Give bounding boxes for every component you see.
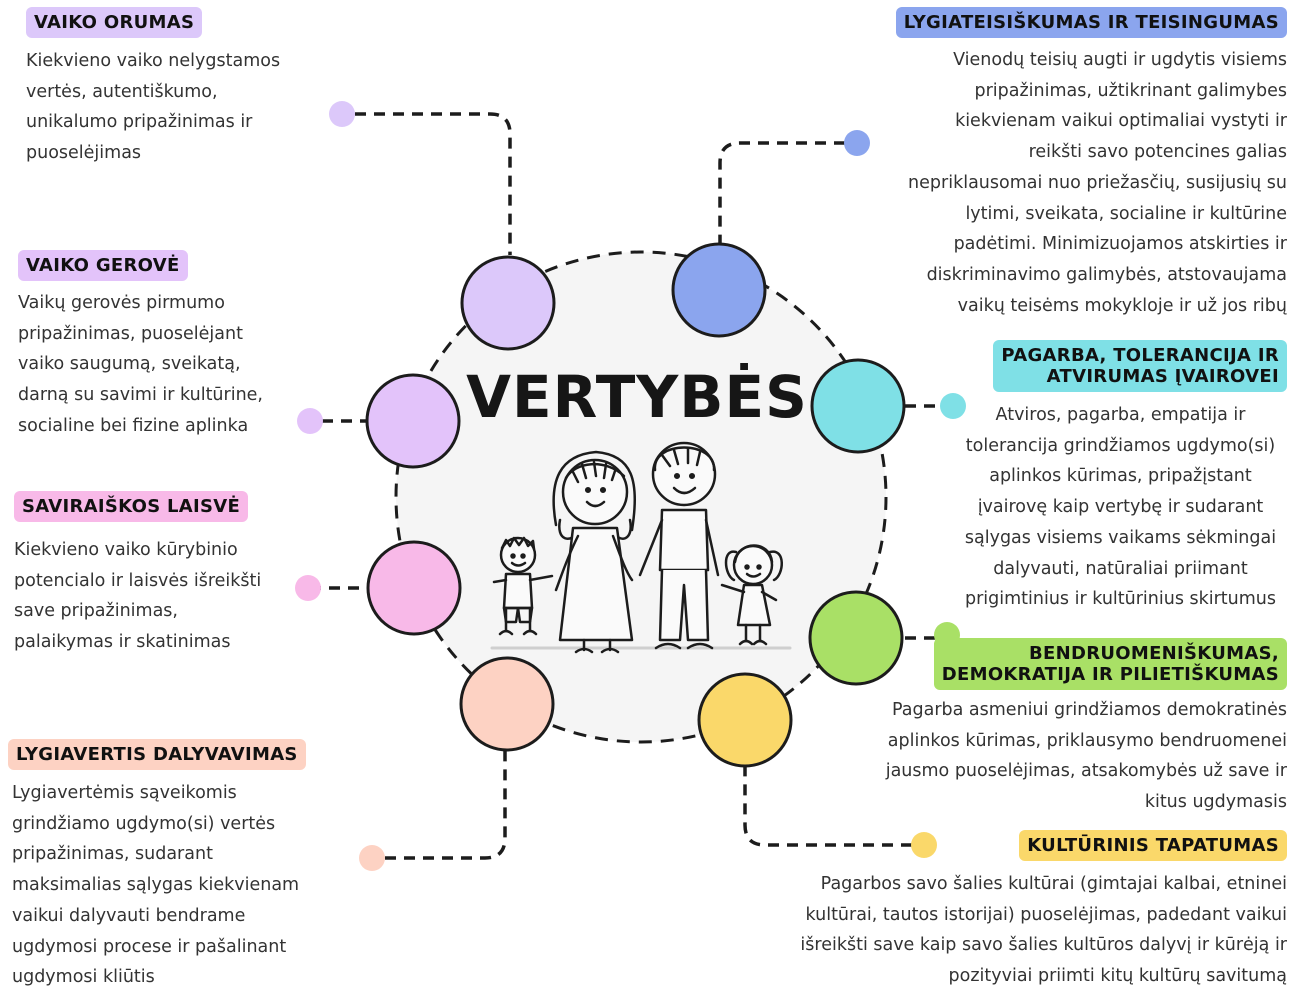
desc-line: kiekvienam vaikui optimaliai vystyti ir	[955, 111, 1287, 132]
desc-line: lytimi, sveikata, socialine ir kultūrine	[965, 203, 1287, 224]
desc-line: grindžiamo ugdymo(si) vertės	[12, 813, 276, 834]
desc-line: ugdymosi procese ir pašalinant	[12, 936, 287, 957]
label-vaiko-gerove: VAIKO GEROVĖ	[18, 250, 188, 281]
label-line: PAGARBA, TOLERANCIJA IR	[1001, 345, 1279, 366]
connector-kulturinis	[743, 765, 912, 847]
connector-lygiateisiskumas	[718, 141, 845, 245]
diagram-title: VERTYBĖS	[466, 363, 808, 431]
desc-saviraiskos-laisve: Kiekvieno vaiko kūrybinio potencialo ir …	[14, 535, 314, 658]
mother-figure	[552, 450, 636, 654]
desc-line: puoselėjimas	[26, 143, 142, 164]
desc-line: padėtimi. Minimizuojamos atskirties ir	[953, 234, 1287, 255]
dot-vaiko-gerove	[297, 408, 323, 434]
desc-lygiavertis-dalyvavimas: Lygiavertėmis sąveikomis grindžiamo ugdy…	[12, 778, 342, 993]
label-saviraiskos-laisve: SAVIRAIŠKOS LAISVĖ	[14, 491, 249, 522]
desc-line: pozityviai priimti kitų kultūrų savitumą	[948, 966, 1287, 987]
label-lygiateisiskumas: LYGIATEISIŠKUMAS IR TEISINGUMAS	[895, 7, 1287, 38]
desc-vaiko-orumas: Kiekvieno vaiko nelygstamos vertės, aute…	[26, 46, 326, 169]
node-bendruomeniskumas	[808, 590, 904, 686]
desc-line: tolerancija grindžiamos ugdymo(si)	[965, 435, 1276, 456]
desc-line: Atviros, pagarba, empatija ir	[995, 405, 1246, 425]
desc-line: įvairovę kaip vertybę ir sudarant	[977, 497, 1264, 518]
desc-line: Kiekvieno vaiko nelygstamos	[26, 51, 281, 71]
desc-line: save pripažinimas,	[14, 601, 178, 622]
desc-line: Lygiavertėmis sąveikomis	[12, 783, 237, 803]
desc-pagarba: Atviros, pagarba, empatija ir tolerancij…	[948, 400, 1291, 615]
desc-line: nepriklausomai nuo priežasčių, susijusių…	[908, 172, 1287, 193]
desc-line: Vaikų gerovės pirmumo	[18, 293, 225, 313]
node-vaiko-gerove	[365, 373, 461, 469]
desc-line: socialine bei fizine aplinka	[18, 415, 249, 436]
desc-line: Vienodų teisių augti ir ugdytis visiems	[953, 50, 1287, 70]
girl-figure	[720, 544, 783, 646]
desc-line: reikšti savo potencines galias	[1028, 142, 1287, 163]
desc-line: aplinkos kūrimas, priklausymo bendruomen…	[887, 730, 1287, 751]
connector-vaiko-orumas	[355, 112, 512, 255]
desc-kulturinis-tapatumas: Pagarbos savo šalies kultūrai (gimtajai …	[757, 869, 1287, 992]
desc-line: prigimtinius ir kultūrinius skirtumus	[964, 589, 1277, 610]
node-vaiko-orumas	[460, 255, 556, 351]
desc-line: sąlygas visiems vaikams sėkmingai	[964, 527, 1277, 548]
dot-kulturinis	[911, 832, 937, 858]
family-illustration	[490, 441, 792, 654]
label-bendruomeniskumas: BENDRUOMENIŠKUMAS, DEMOKRATIJA IR PILIET…	[933, 638, 1287, 690]
dot-lygiavertis	[359, 845, 385, 871]
desc-line: unikalumo pripažinimas ir	[26, 112, 253, 133]
end-dots	[295, 101, 966, 871]
boy-figure	[492, 536, 554, 636]
dot-vaiko-orumas	[329, 101, 355, 127]
label-kulturinis-tapatumas: KULTŪRINIS TAPATUMAS	[1019, 830, 1287, 861]
label-line: BENDRUOMENIŠKUMAS,	[1028, 643, 1279, 664]
label-line: DEMOKRATIJA IR PILIETIŠKUMAS	[941, 664, 1279, 685]
desc-line: išreikšti save kaip savo šalies kultūros…	[800, 935, 1287, 956]
desc-line: darną su savimi ir kultūrine,	[18, 385, 263, 406]
value-nodes	[365, 242, 906, 768]
label-line: ATVIRUMAS ĮVAIROVEI	[1046, 366, 1279, 387]
desc-line: vaikų teisėms mokykloje ir už jos ribų	[957, 295, 1287, 316]
desc-line: vertės, autentiškumo,	[26, 81, 218, 102]
desc-line: vaikui dalyvauti bendrame	[12, 905, 246, 926]
desc-line: pripažinimas, puoselėjant	[18, 323, 243, 344]
desc-line: dalyvauti, natūraliai priimant	[993, 558, 1248, 579]
desc-line: vaiko saugumą, sveikatą,	[18, 354, 241, 375]
desc-line: Pagarba asmeniui grindžiamos demokratinė…	[892, 700, 1287, 720]
desc-line: kultūrai, tautos istorijai) puoselėjimas…	[805, 904, 1287, 925]
node-lygiateisiskumas	[671, 242, 767, 338]
desc-line: jausmo puoselėjimas, atsakomybės už save…	[885, 761, 1287, 782]
label-vaiko-orumas: VAIKO ORUMAS	[26, 7, 203, 38]
dot-lygiateisiskumas	[844, 130, 870, 156]
desc-bendruomeniskumas: Pagarba asmeniui grindžiamos demokratinė…	[847, 695, 1287, 818]
dot-pagarba	[940, 393, 966, 419]
desc-line: pripažinimas, sudarant	[12, 844, 213, 865]
desc-line: kitus ugdymasis	[1144, 792, 1287, 813]
desc-line: Kiekvieno vaiko kūrybinio	[14, 540, 238, 560]
desc-line: aplinkos kūrimas, pripažįstant	[989, 466, 1252, 487]
desc-lygiateisiskumas: Vienodų teisių augti ir ugdytis visiems …	[857, 45, 1287, 321]
desc-vaiko-gerove: Vaikų gerovės pirmumo pripažinimas, puos…	[18, 288, 318, 442]
desc-line: Pagarbos savo šalies kultūrai (gimtajai …	[820, 874, 1287, 894]
desc-line: pripažinimas, užtikrinant galimybes	[974, 80, 1288, 101]
desc-line: ugdymosi kliūtis	[12, 967, 155, 988]
dot-saviraiskos	[295, 575, 321, 601]
node-saviraiskos	[366, 540, 462, 636]
node-pagarba	[810, 358, 906, 454]
label-pagarba: PAGARBA, TOLERANCIJA IR ATVIRUMAS ĮVAIRO…	[993, 340, 1287, 392]
node-kulturinis	[697, 672, 793, 768]
label-lygiavertis-dalyvavimas: LYGIAVERTIS DALYVAVIMAS	[8, 739, 306, 770]
desc-line: diskriminavimo galimybės, atstovaujama	[926, 264, 1287, 285]
desc-line: maksimalias sąlygas kiekvienam	[12, 875, 300, 896]
node-lygiavertis	[459, 656, 555, 752]
desc-line: palaikymas ir skatinimas	[14, 632, 231, 653]
father-figure	[638, 441, 720, 650]
desc-line: potencialo ir laisvės išreikšti	[14, 570, 262, 591]
connector-lygiavertis	[385, 735, 507, 860]
